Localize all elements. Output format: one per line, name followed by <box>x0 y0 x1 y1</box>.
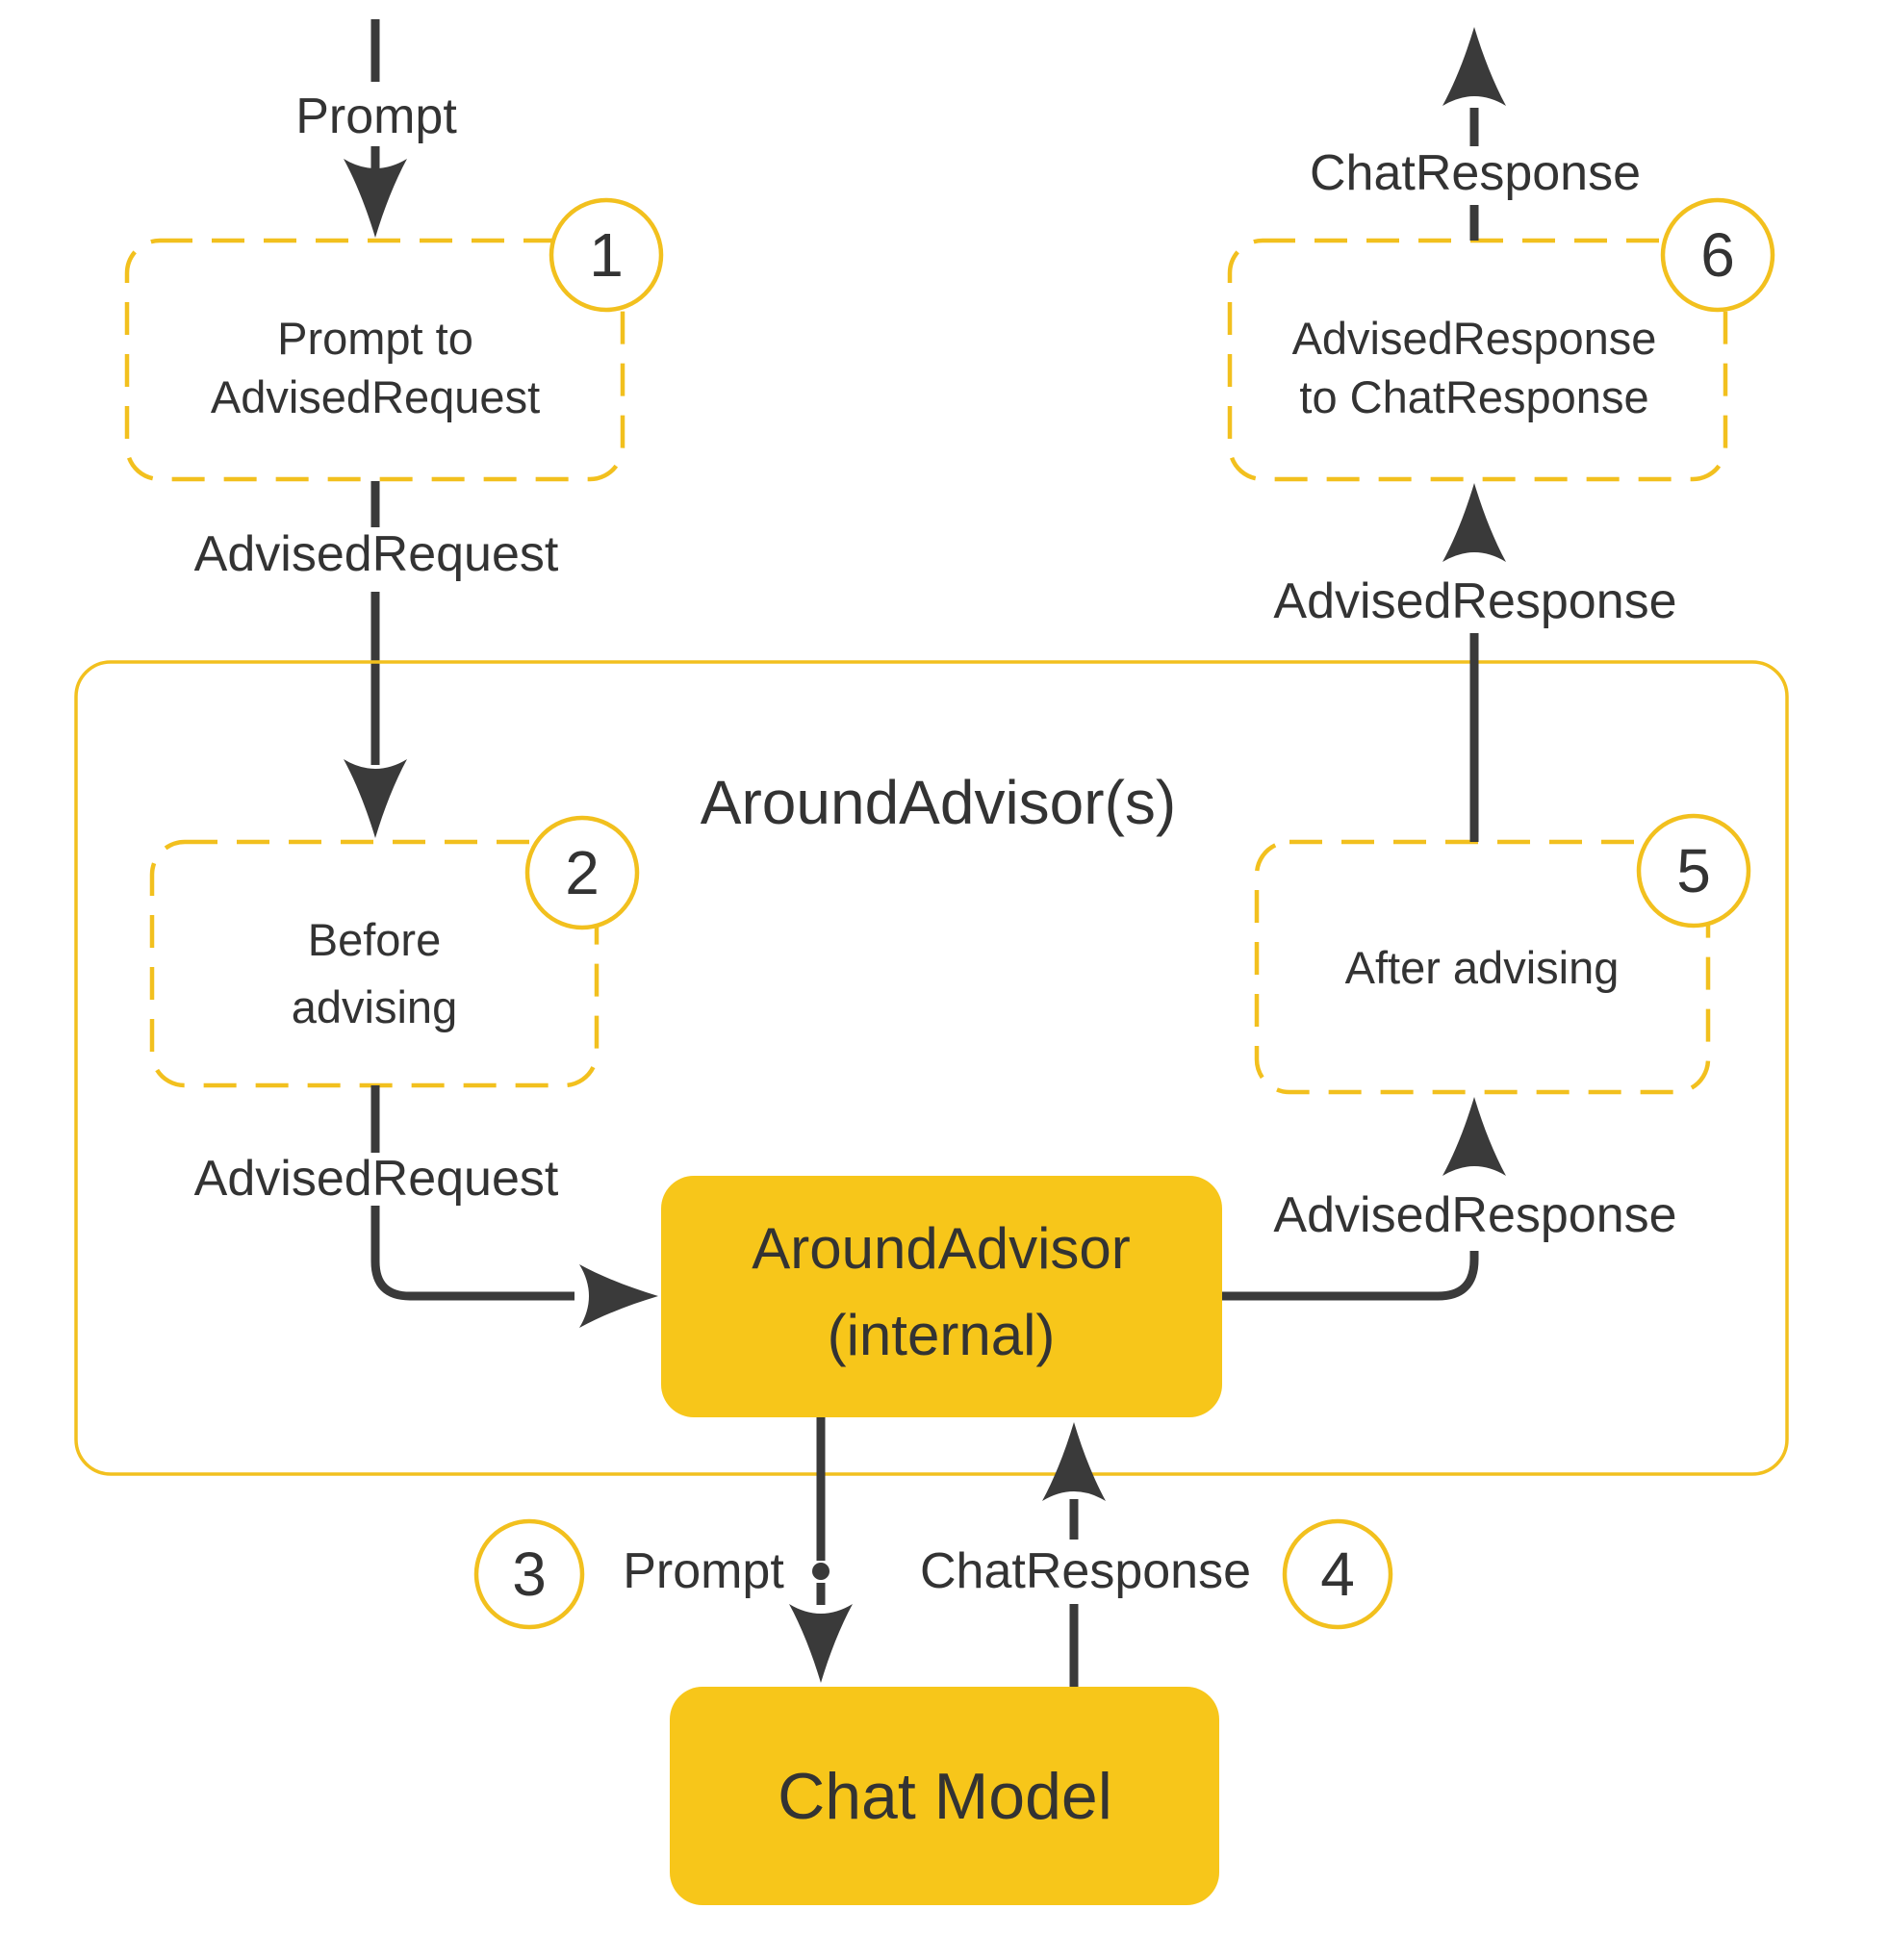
chatresponse-top-label: ChatResponse <box>1310 145 1641 201</box>
internal-line1: AroundAdvisor <box>752 1216 1131 1281</box>
internal-line2: (internal) <box>828 1303 1056 1367</box>
advisedresponse-label-upper: AdvisedResponse <box>1273 573 1676 629</box>
box2-line1: Before <box>308 914 441 965</box>
chatresponse-bottom-label: ChatResponse <box>920 1543 1251 1599</box>
badge-6: 6 <box>1700 220 1735 290</box>
aroundadvisors-container <box>74 660 1789 1476</box>
badge-5: 5 <box>1676 836 1711 905</box>
badge-4-circle <box>1282 1518 1393 1630</box>
box-after-advising <box>1254 839 1711 1095</box>
box2-line2: advising <box>292 981 457 1032</box>
box-aroundadvisor-internal <box>661 1176 1222 1417</box>
box-prompt-to-advisedrequest <box>124 238 625 482</box>
badge-1: 1 <box>589 220 624 290</box>
box6-line1: AdvisedResponse <box>1292 313 1657 364</box>
arrowhead-right-into-internal <box>579 1264 658 1328</box>
box6-line2: to ChatResponse <box>1299 371 1648 422</box>
arrowhead-up-out <box>1442 27 1506 106</box>
arrowhead-down-into-box2 <box>344 759 407 838</box>
prompt-line-dot <box>812 1563 830 1580</box>
badge-6-circle <box>1660 197 1775 313</box>
badge-2: 2 <box>565 838 600 907</box>
advisedrequest-label-2: AdvisedRequest <box>194 1151 559 1207</box>
arrowhead-down-into-chatmodel <box>789 1604 853 1683</box>
badge-3-circle <box>473 1518 585 1630</box>
badge-4: 4 <box>1320 1540 1355 1609</box>
badge-5-circle <box>1636 813 1751 929</box>
box-chat-model <box>670 1687 1219 1905</box>
badge-1-circle <box>549 197 664 313</box>
arrowhead-down-into-box1 <box>344 159 407 238</box>
prompt-bottom-label: Prompt <box>623 1543 784 1599</box>
box1-line2: AdvisedRequest <box>211 371 540 422</box>
arrowhead-up-into-box5 <box>1442 1097 1506 1176</box>
arrowhead-up-into-internal <box>1042 1422 1106 1501</box>
arrowhead-up-into-box6 <box>1442 483 1506 562</box>
badge-3: 3 <box>512 1540 547 1609</box>
badge-2-circle <box>524 815 640 930</box>
chat-model-label: Chat Model <box>778 1760 1112 1833</box>
box1-line1: Prompt to <box>277 313 473 364</box>
advisedrequest-label-1: AdvisedRequest <box>194 526 559 582</box>
advisedresponse-label-lower: AdvisedResponse <box>1273 1187 1676 1243</box>
elbow-box2-to-internal <box>370 1206 574 1301</box>
elbow-internal-to-box5 <box>1222 1251 1479 1301</box>
prompt-top-label: Prompt <box>295 89 457 144</box>
aroundadvisors-title: AroundAdvisor(s) <box>701 768 1176 837</box>
box5-line1: After advising <box>1345 942 1620 993</box>
